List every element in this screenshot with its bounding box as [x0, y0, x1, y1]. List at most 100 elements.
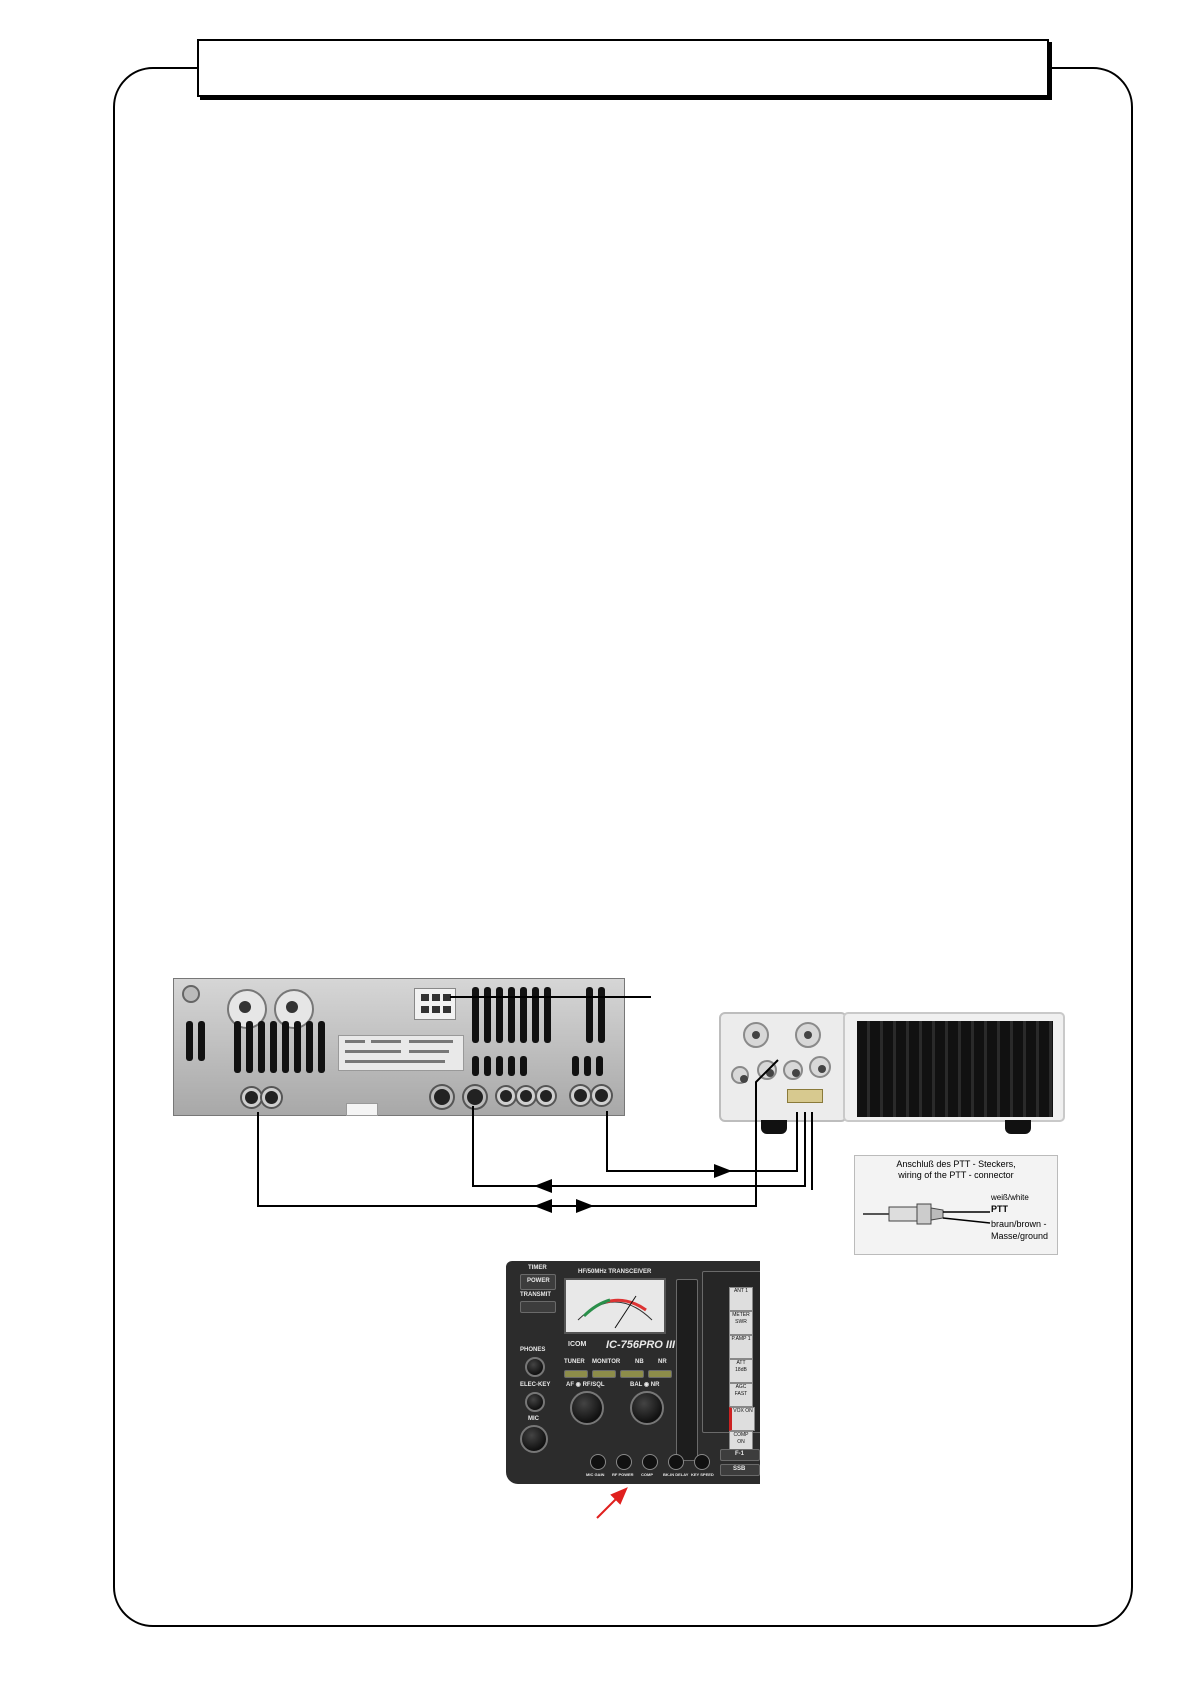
- jack-3: [537, 1087, 555, 1105]
- foot: [1005, 1120, 1031, 1134]
- vent: [520, 987, 527, 1043]
- n-connector: [743, 1022, 769, 1048]
- vent: [532, 987, 539, 1043]
- side-key[interactable]: AGC FAST: [729, 1383, 753, 1407]
- vent: [596, 1056, 603, 1076]
- af-rf-knob[interactable]: [570, 1391, 604, 1425]
- side-key[interactable]: VOX ON: [729, 1407, 755, 1431]
- mic-gain-knob[interactable]: [590, 1454, 606, 1470]
- cable-rf-in: [257, 1059, 779, 1207]
- rf-power-knob[interactable]: [616, 1454, 632, 1470]
- vent: [270, 1021, 277, 1073]
- nr-label: NR: [658, 1359, 667, 1365]
- n-connector: [795, 1022, 821, 1048]
- label-ground: Masse/ground: [991, 1231, 1049, 1241]
- key-speed-knob[interactable]: [694, 1454, 710, 1470]
- phones-jack: [525, 1357, 545, 1377]
- timer-label: TIMER: [528, 1265, 547, 1271]
- key-jack: [525, 1392, 545, 1412]
- jack-2: [517, 1087, 535, 1105]
- ground-terminal: [182, 985, 200, 1003]
- bk-in-delay-label: BK-IN DELAY: [663, 1472, 689, 1477]
- arrow-left: [534, 1199, 552, 1213]
- control-socket: [787, 1089, 823, 1103]
- mic-connector: [520, 1425, 548, 1453]
- rating-label-plate: [338, 1035, 464, 1071]
- rca-jack-4: [592, 1086, 611, 1105]
- vent: [472, 1056, 479, 1076]
- model-header: HF/50MHz TRANSCEIVER: [578, 1269, 652, 1275]
- vent: [234, 1021, 241, 1073]
- n-connector: [731, 1066, 749, 1084]
- ptt-wiring-inset: Anschluß des PTT - Steckers, wiring of t…: [854, 1155, 1058, 1255]
- rca-jack-3: [571, 1086, 590, 1105]
- inset-heading-line1: Anschluß des PTT - Steckers,: [896, 1159, 1016, 1169]
- ssb-button[interactable]: SSB: [720, 1464, 760, 1476]
- mic-gain-label: MIC GAIN: [586, 1472, 605, 1477]
- n-connector: [783, 1060, 803, 1080]
- side-key[interactable]: P.AMP 1: [729, 1335, 753, 1359]
- comp-knob[interactable]: [642, 1454, 658, 1470]
- side-key[interactable]: ANT 1: [729, 1287, 753, 1311]
- side-key[interactable]: ATT 18dB: [729, 1359, 753, 1383]
- bal-nr-label: BAL ◉ NR: [630, 1382, 660, 1388]
- vent: [484, 987, 491, 1043]
- phones-label: PHONES: [520, 1347, 546, 1353]
- label-ptt: PTT: [991, 1204, 1008, 1214]
- tuner-label: TUNER: [564, 1359, 585, 1365]
- transmit-label: TRANSMIT: [520, 1292, 551, 1298]
- monitor-button[interactable]: [592, 1370, 616, 1378]
- transmit-button[interactable]: [520, 1301, 556, 1313]
- arrow-left: [534, 1179, 552, 1193]
- vent: [472, 987, 479, 1043]
- nb-button[interactable]: [620, 1370, 644, 1378]
- din-socket-1: [431, 1086, 453, 1108]
- n-connector: [809, 1056, 831, 1078]
- bal-nr-knob[interactable]: [630, 1391, 664, 1425]
- comp-label: COMP: [641, 1472, 653, 1477]
- label-brown: braun/brown -: [991, 1219, 1047, 1229]
- vent: [318, 1021, 325, 1073]
- vent: [186, 1021, 193, 1061]
- vent: [520, 1056, 527, 1076]
- vent: [496, 1056, 503, 1076]
- transceiver-rear-panel: [173, 978, 625, 1116]
- inset-heading-line2: wiring of the PTT - connector: [898, 1170, 1014, 1180]
- monitor-label: MONITOR: [592, 1359, 621, 1365]
- key-speed-label: KEY SPEED: [691, 1472, 714, 1477]
- f1-button[interactable]: F-1: [720, 1449, 760, 1461]
- vent: [584, 1056, 591, 1076]
- side-key[interactable]: METER SWR: [729, 1311, 753, 1335]
- bk-in-delay-knob[interactable]: [668, 1454, 684, 1470]
- rca-plug-drawing: [863, 1203, 991, 1225]
- mic-label: MIC: [528, 1416, 539, 1422]
- vent: [282, 1021, 289, 1073]
- nb-label: NB: [635, 1359, 644, 1365]
- tuner-button[interactable]: [564, 1370, 588, 1378]
- din-socket-2: [464, 1086, 486, 1108]
- vent: [198, 1021, 205, 1061]
- vent: [598, 987, 605, 1043]
- vent: [484, 1056, 491, 1076]
- red-arrow-shaft: [596, 1496, 619, 1519]
- cable-alc: [472, 1106, 806, 1187]
- vent: [572, 1056, 579, 1076]
- power-button[interactable]: POWER: [520, 1274, 556, 1290]
- vent: [496, 987, 503, 1043]
- rf-power-label: RF POWER: [612, 1472, 634, 1477]
- amplifier-heatsink: [843, 1012, 1065, 1134]
- power-label: POWER: [527, 1278, 550, 1284]
- rca-jack-1: [242, 1088, 261, 1107]
- nr-button[interactable]: [648, 1370, 672, 1378]
- arrow-right: [576, 1199, 594, 1213]
- page-title-box: [197, 39, 1049, 97]
- model-name: IC-756PRO III: [606, 1339, 676, 1351]
- s-meter: [564, 1278, 666, 1334]
- vent: [586, 987, 593, 1043]
- label-white: weiß/white: [991, 1193, 1029, 1202]
- vent: [294, 1021, 301, 1073]
- vent: [544, 987, 551, 1043]
- elec-key-label: ELEC-KEY: [520, 1382, 551, 1388]
- display-key-column: [676, 1279, 698, 1461]
